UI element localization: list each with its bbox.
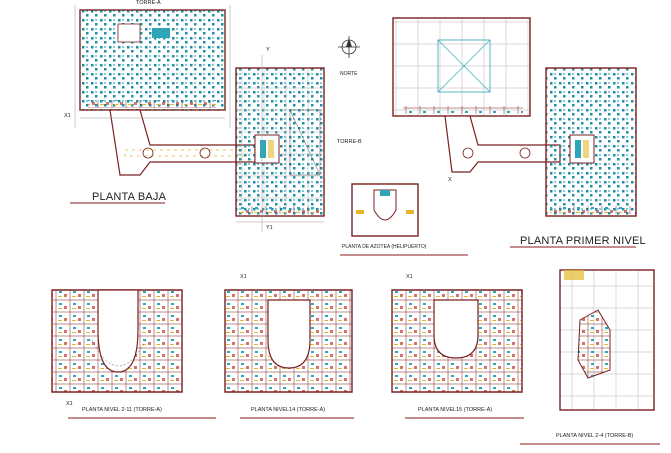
azotea-title: PLANTA DE AZOTEA (HELIPUERTO) — [342, 244, 427, 250]
nivel-15-title: PLANTA NIVEL15 (TORRE-A) — [418, 407, 493, 413]
planta-baja-plan — [79, 9, 325, 217]
planta-nivel-2-11-plan — [51, 289, 183, 393]
planta-nivel-14-plan — [224, 289, 353, 393]
nivel-2-4-torre-b-title: PLANTA NIVEL 2-4 (TORRE-B) — [556, 433, 634, 439]
planta-nivel-2-4-torre-b-plan — [559, 269, 655, 411]
nivel-2-11-title: PLANTA NIVEL 2-11 (TORRE-A) — [82, 407, 162, 413]
axis-y-marker: Y — [266, 47, 270, 53]
axis-x1-marker-4: X1 — [406, 274, 413, 280]
planta-primer-nivel-title: PLANTA PRIMER NIVEL — [520, 235, 646, 247]
axis-y1-marker: Y1 — [266, 225, 273, 231]
azotea-plan — [351, 183, 419, 237]
north-arrow-icon — [338, 36, 360, 58]
norte-label: NORTE — [340, 71, 358, 77]
axis-x1-marker-3: X1 — [240, 274, 247, 280]
axis-x1-marker-2: X1 — [66, 401, 73, 407]
planta-baja-axes — [74, 5, 324, 232]
axis-x1-marker: X1 — [64, 113, 71, 119]
title-underlines — [68, 202, 660, 445]
planta-primer-nivel-plan — [392, 17, 637, 217]
torre-b-label: TORRE-B — [337, 139, 362, 145]
axis-x-marker: X — [448, 177, 452, 183]
planta-nivel-15-plan — [391, 289, 523, 393]
planta-baja-title: PLANTA BAJA — [92, 191, 167, 203]
torre-a-label: TORRE-A — [136, 0, 161, 6]
nivel-14-title: PLANTA NIVEL14 (TORRE-A) — [251, 407, 326, 413]
